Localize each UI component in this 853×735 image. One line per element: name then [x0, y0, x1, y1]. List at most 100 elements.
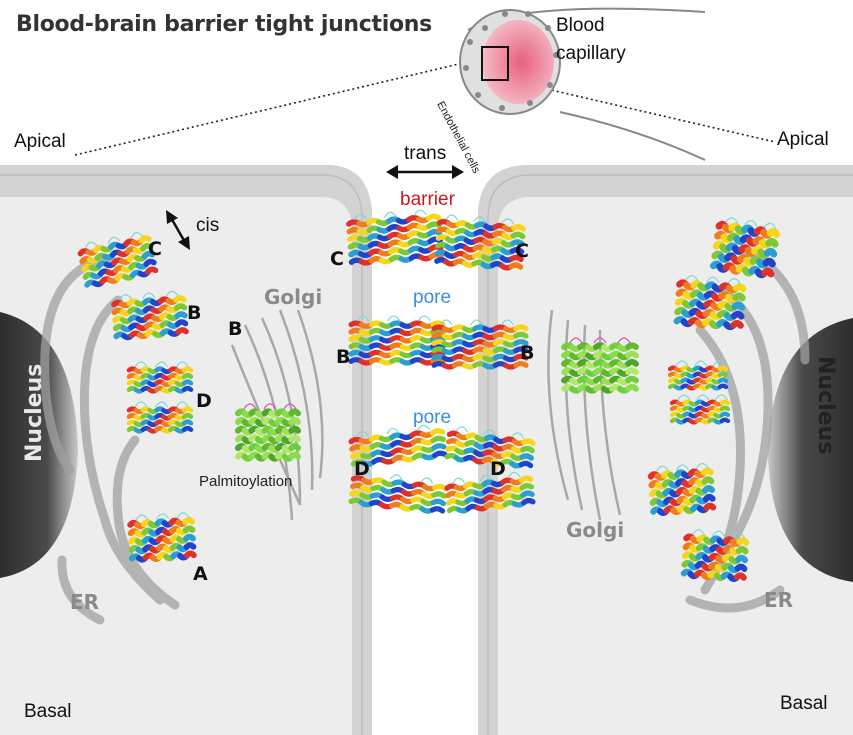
helix-segment [140, 243, 154, 252]
loop-accent [353, 213, 367, 221]
golgi-label-right: Golgi [566, 518, 625, 542]
helix-segment [430, 327, 446, 335]
loop-accent [692, 529, 706, 536]
helix-segment [141, 250, 156, 260]
loop-accent [510, 432, 524, 439]
helix-segment [138, 235, 152, 244]
loop-accent [696, 394, 710, 401]
helix-segment [430, 349, 446, 357]
loop-accent [695, 462, 709, 470]
loop-accent [165, 290, 179, 298]
loop-accent [569, 337, 583, 344]
basal-label-right: Basal [780, 693, 828, 714]
loop-accent [593, 337, 607, 344]
loop-accent [283, 403, 297, 410]
helix-segment [430, 320, 446, 328]
loop-accent [387, 315, 401, 322]
loop-accent [763, 222, 777, 230]
helix-segment [521, 438, 536, 446]
loop-accent [263, 403, 277, 410]
nucleus-label-right: Nucleus [813, 356, 838, 455]
helix-segment [288, 408, 302, 417]
assembly-label-d: D [196, 390, 212, 412]
left-endothelial-cell [0, 165, 372, 735]
protein-helix-icon [444, 471, 536, 514]
helix-segment [625, 342, 639, 351]
protein-helix-icon [111, 290, 189, 341]
helix-segment [730, 310, 745, 320]
protein-assemblies [77, 209, 781, 582]
helix-segment [432, 483, 448, 492]
loop-accent [655, 465, 669, 473]
loop-accent [675, 464, 689, 471]
protein-helix-icon [434, 214, 526, 271]
loop-accent [119, 294, 133, 301]
helix-segment [731, 301, 746, 311]
er-label-right: ER [764, 588, 794, 612]
apical-label-right: Apical [777, 129, 829, 150]
helix-segment [288, 443, 302, 452]
protein-helix-icon [673, 275, 747, 331]
helix-segment [183, 542, 197, 551]
nucleus-label-left: Nucleus [22, 363, 47, 462]
protein-helix-icon [647, 462, 717, 516]
helix-segment [181, 419, 194, 426]
helix-segment [175, 327, 189, 335]
helix-segment [143, 258, 157, 267]
assembly-label-c: C [148, 238, 162, 260]
loop-accent [142, 292, 156, 299]
loop-accent [134, 401, 148, 408]
helix-segment [431, 443, 447, 451]
helix-segment [174, 311, 188, 319]
loop-accent [501, 218, 515, 225]
loop-accent [445, 214, 459, 221]
helix-segment [518, 475, 534, 484]
helix-segment [735, 554, 749, 564]
helix-segment [513, 361, 529, 368]
loop-accent [479, 474, 493, 482]
helix-segment [429, 428, 446, 436]
loop-accent [714, 394, 728, 401]
right-nucleus [768, 318, 853, 582]
helix-segment [520, 490, 535, 498]
assembly-label-b: B [520, 342, 535, 364]
loop-accent [483, 429, 497, 436]
helix-segment [719, 405, 731, 412]
loop-accent [130, 232, 144, 239]
helix-segment [766, 228, 781, 238]
loop-accent [732, 532, 746, 539]
helix-segment [625, 375, 639, 384]
helix-segment [509, 247, 525, 255]
loop-accent [507, 471, 521, 479]
loop-accent [359, 470, 373, 478]
helix-segment [429, 506, 446, 514]
protein-helix-icon [444, 426, 536, 469]
protein-helix-icon [77, 232, 159, 288]
helix-segment [181, 426, 194, 433]
assembly-label-b: B [336, 346, 351, 368]
helix-segment [625, 384, 639, 392]
helix-segment [182, 525, 196, 534]
loop-accent [356, 315, 370, 322]
loop-accent [675, 360, 689, 367]
assembly-label-c: C [515, 240, 529, 262]
helix-segment [625, 367, 639, 376]
protein-helix-icon [709, 217, 781, 279]
loop-accent [417, 424, 431, 432]
helix-segment [702, 493, 716, 503]
protein-helix-icon [348, 424, 448, 467]
helix-segment [430, 335, 446, 342]
loop-accent [694, 360, 708, 367]
protein-helix-icon [431, 319, 529, 370]
loop-accent [417, 315, 431, 322]
barrier-label: barrier [400, 189, 455, 210]
helix-segment [511, 224, 526, 232]
zoom-box-icon [481, 46, 509, 81]
page-title: Blood-brain barrier tight junctions [16, 12, 432, 37]
loop-accent [500, 319, 514, 326]
helix-segment [717, 383, 729, 390]
loop-accent [243, 403, 257, 410]
helix-segment [732, 283, 747, 293]
apical-label-left: Apical [14, 131, 66, 152]
